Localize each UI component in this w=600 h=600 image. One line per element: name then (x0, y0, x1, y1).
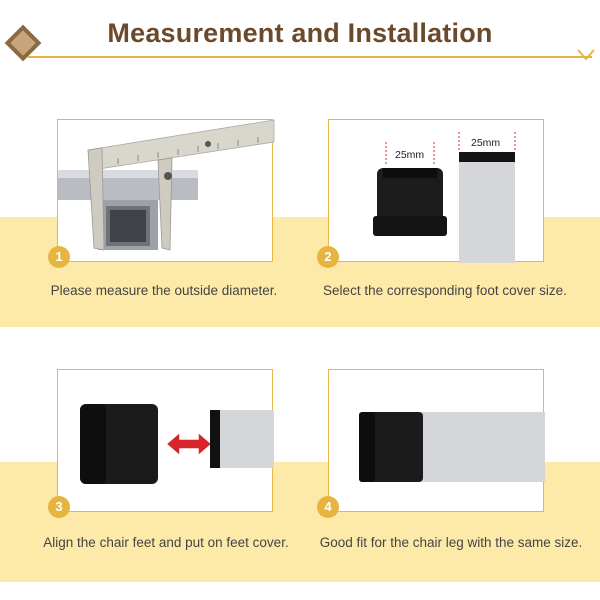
step2-caption: Select the corresponding foot cover size… (323, 283, 567, 298)
step4-image: 4 (317, 369, 545, 518)
header-decoration (4, 24, 595, 62)
step4-badge: 4 (317, 496, 339, 518)
step2-image: 25mm 25mm 2 (317, 119, 544, 268)
step1-badge: 1 (48, 246, 70, 268)
fitted-illustration (359, 412, 545, 482)
double-arrow-icon (164, 430, 214, 458)
step3-caption: Align the chair feet and put on feet cov… (43, 535, 289, 550)
size-comparison-illustration (373, 132, 516, 263)
step3-badge: 3 (48, 496, 70, 518)
chevron-down-icon (577, 49, 595, 61)
step2-badge: 2 (317, 246, 339, 268)
page-title: Measurement and Installation (107, 18, 493, 48)
leg-size-label: 25mm (471, 137, 501, 149)
step3-image: 3 (48, 369, 274, 518)
diamond-icon (4, 24, 42, 62)
align-illustration (80, 404, 274, 484)
step1-caption: Please measure the outside diameter. (50, 283, 278, 298)
step4-caption: Good fit for the chair leg with the same… (319, 535, 583, 550)
cap-size-label: 25mm (395, 149, 425, 161)
step1-image: 1 (48, 119, 275, 268)
caliper-measure-illustration (58, 119, 275, 251)
